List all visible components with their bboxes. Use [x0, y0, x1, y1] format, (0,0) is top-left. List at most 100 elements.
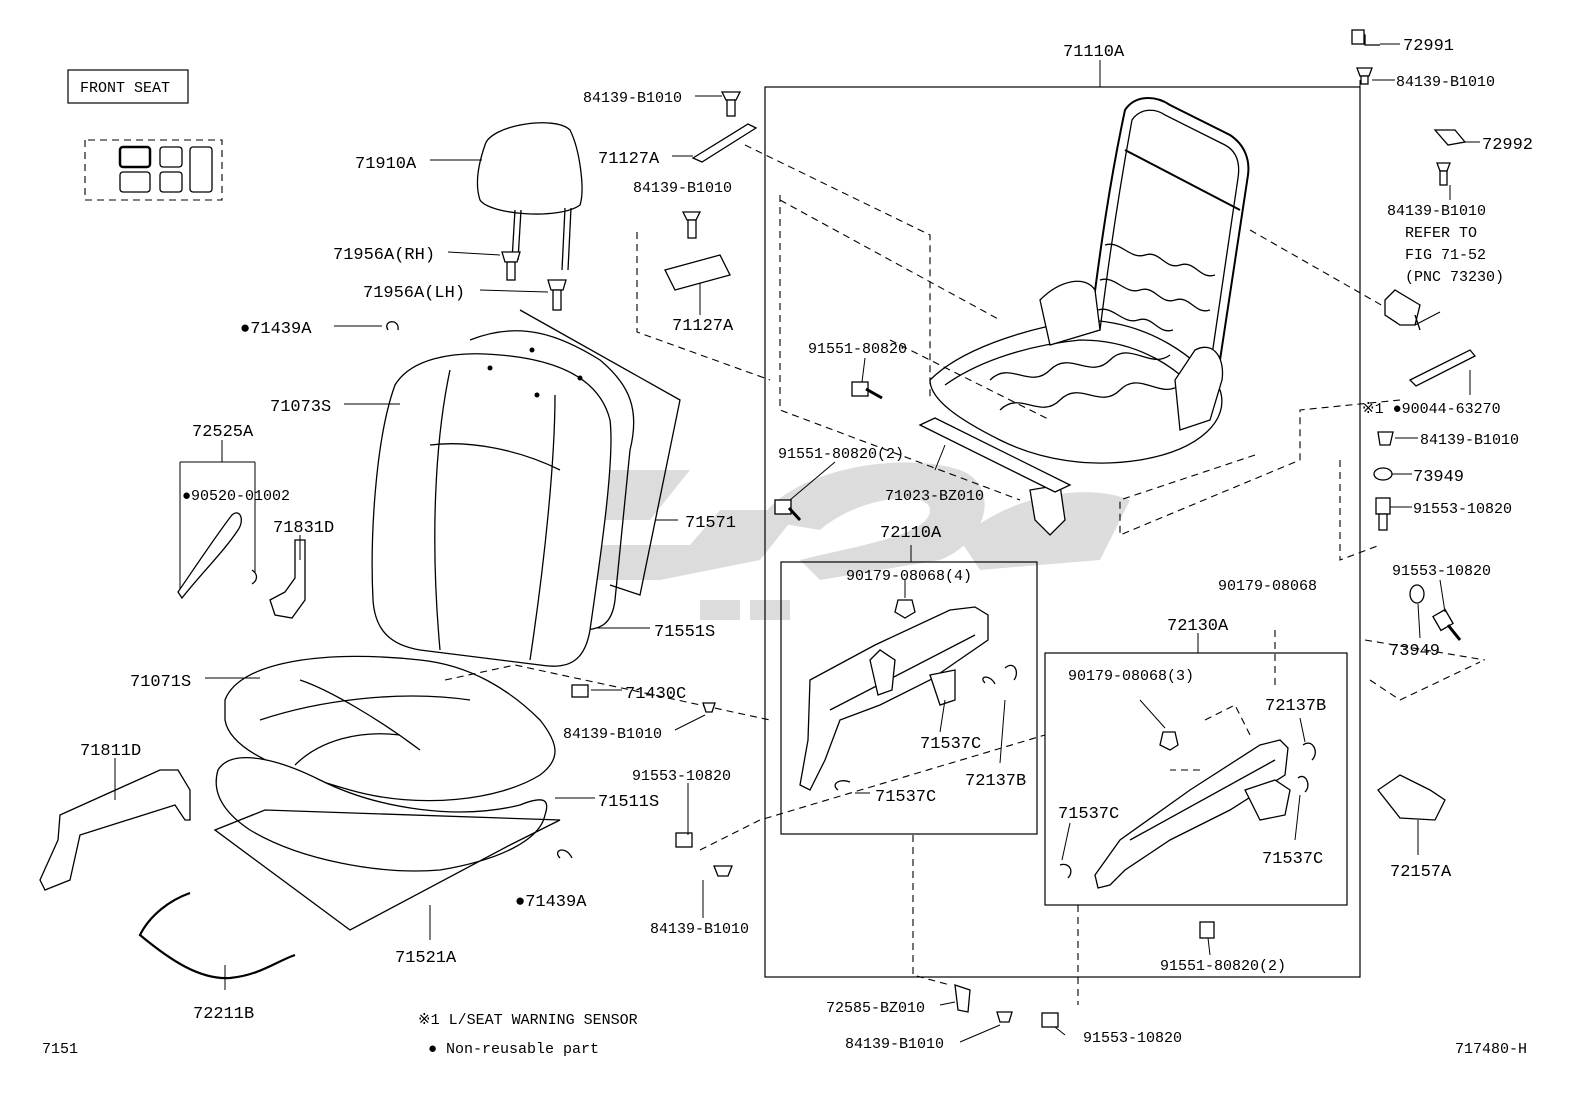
clip-84139-g	[1436, 162, 1451, 186]
callout-90520: ●90520-01002	[182, 488, 290, 505]
clip-72991	[1351, 29, 1380, 46]
callout-84139-b: 84139-B1010	[633, 180, 732, 197]
bolt-91553-b	[1041, 1012, 1059, 1028]
cap-73949-a	[1373, 467, 1393, 481]
hog-ring-top	[386, 321, 399, 331]
callout-71537C-c: 71537C	[1058, 805, 1119, 824]
callout-71023: 71023-BZ010	[885, 488, 984, 505]
callout-71811D: 71811D	[80, 742, 141, 761]
figure-code: 717480-H	[1455, 1041, 1527, 1058]
bolt-91551-c	[1199, 921, 1215, 939]
callout-71439A-top: ●71439A	[240, 320, 312, 339]
clip-72992	[1433, 129, 1467, 146]
bolt-91551-a	[851, 381, 883, 400]
section-label-box: FRONT SEAT	[67, 69, 189, 104]
callout-84139-e: 84139-B1010	[845, 1036, 944, 1053]
refer-to-line-1: REFER TO	[1405, 225, 1477, 242]
leader-lines	[114, 43, 1480, 1043]
callout-91551-b: 91551-80820(2)	[778, 446, 904, 463]
bolt-71430C	[571, 684, 589, 698]
cover-71127A-b	[636, 232, 771, 381]
callout-84139-h: 84139-B1010	[1420, 432, 1519, 449]
clip-84139-e	[996, 1011, 1013, 1023]
callout-72991: 72991	[1403, 37, 1454, 56]
callout-84139-g: 84139-B1010	[1387, 203, 1486, 220]
callout-91551-a: 91551-80820	[808, 341, 907, 358]
clip-84139-f	[1356, 67, 1373, 85]
callout-71511S: 71511S	[598, 793, 659, 812]
callout-71430C: 71430C	[625, 685, 686, 704]
clip-84139-c	[702, 702, 716, 713]
callout-91553-d: 91553-10820	[1392, 563, 1491, 580]
callout-72157A: 72157A	[1390, 863, 1452, 882]
callout-72992: 72992	[1482, 136, 1533, 155]
callout-71537C-b: 71537C	[875, 788, 936, 807]
callout-71127A-a: 71127A	[598, 150, 660, 169]
callout-72585: 72585-BZ010	[826, 1000, 925, 1017]
sensor-90044	[1408, 349, 1477, 387]
callout-91551-c: 91551-80820(2)	[1160, 958, 1286, 975]
headrest-guide-rh	[501, 251, 521, 281]
callout-91553-b: 91553-10820	[1083, 1030, 1182, 1047]
clip-84139-d	[713, 865, 733, 877]
cover-71127A-a	[691, 123, 758, 163]
bolt-91553-d	[1432, 608, 1462, 641]
callout-71439A-bottom: ●71439A	[515, 893, 587, 912]
rod-71023	[918, 417, 1072, 493]
callout-72137B-b: 72137B	[1265, 697, 1326, 716]
seat-wire-72211B	[138, 891, 296, 980]
callout-73949-b: 73949	[1389, 642, 1440, 661]
callout-71071S: 71071S	[130, 673, 191, 692]
callout-71073S: 71073S	[270, 398, 331, 417]
callout-91553-c: 91553-10820	[1413, 501, 1512, 518]
hog-ring-bottom	[557, 849, 573, 859]
callout-71127A-b: 71127A	[672, 317, 734, 336]
bracket-71831D	[269, 539, 306, 619]
callout-84139-a: 84139-B1010	[583, 90, 682, 107]
callout-72130A: 72130A	[1167, 617, 1229, 636]
seat-side-cover	[39, 769, 191, 891]
callout-71956A-lh: 71956A(LH)	[363, 284, 465, 303]
callout-72525A: 72525A	[192, 423, 254, 442]
seat-cushion-assembly	[213, 655, 561, 931]
callout-84139-f: 84139-B1010	[1396, 74, 1495, 91]
callout-72110A: 72110A	[880, 524, 942, 543]
callout-90044: ※1 ●90044-63270	[1362, 401, 1501, 418]
seat-frame-box	[764, 60, 1361, 978]
callout-84139-d: 84139-B1010	[650, 921, 749, 938]
callout-71551S: 71551S	[654, 623, 715, 642]
seat-clip-84139-b	[681, 211, 702, 239]
section-label: FRONT SEAT	[80, 80, 170, 97]
nonreusable-note: ● Non-reusable part	[428, 1041, 599, 1058]
bracket-73230	[1384, 289, 1421, 331]
bolt-91551-b	[774, 499, 802, 522]
page-code: 7151	[42, 1041, 78, 1058]
bolt-84139-h	[1377, 431, 1394, 446]
callout-90179-a: 90179-08068(4)	[846, 568, 972, 585]
refer-to-line-3: (PNC 73230)	[1405, 269, 1504, 286]
callout-72137B-a: 72137B	[965, 772, 1026, 791]
callout-72211B: 72211B	[193, 1005, 254, 1024]
sensor-note: ※1 L/SEAT WARNING SENSOR	[418, 1012, 638, 1029]
callout-71521A: 71521A	[395, 949, 457, 968]
callout-73949-a: 73949	[1413, 468, 1464, 487]
seatback-assembly	[371, 309, 681, 667]
cap-73949-b	[1409, 584, 1425, 604]
headrest	[476, 122, 583, 271]
seat-track-box-72130A	[1044, 633, 1348, 906]
callout-90179-c: 90179-08068(3)	[1068, 668, 1194, 685]
bracket-72585	[954, 984, 971, 1013]
callout-90179-b: 90179-08068	[1218, 578, 1317, 595]
seat-clip-84139-a	[720, 91, 742, 117]
seat-position-icon	[84, 139, 223, 201]
callout-71110A: 71110A	[1063, 43, 1125, 62]
callout-71537C-d: 71537C	[1262, 850, 1323, 869]
callout-71537C-a: 71537C	[920, 735, 981, 754]
seat-frame	[929, 97, 1250, 536]
alignment-lines	[444, 144, 1486, 1005]
callout-91553-a: 91553-10820	[632, 768, 731, 785]
bolt-91553-a	[675, 832, 693, 848]
seat-track-box-72110A	[780, 545, 1038, 835]
